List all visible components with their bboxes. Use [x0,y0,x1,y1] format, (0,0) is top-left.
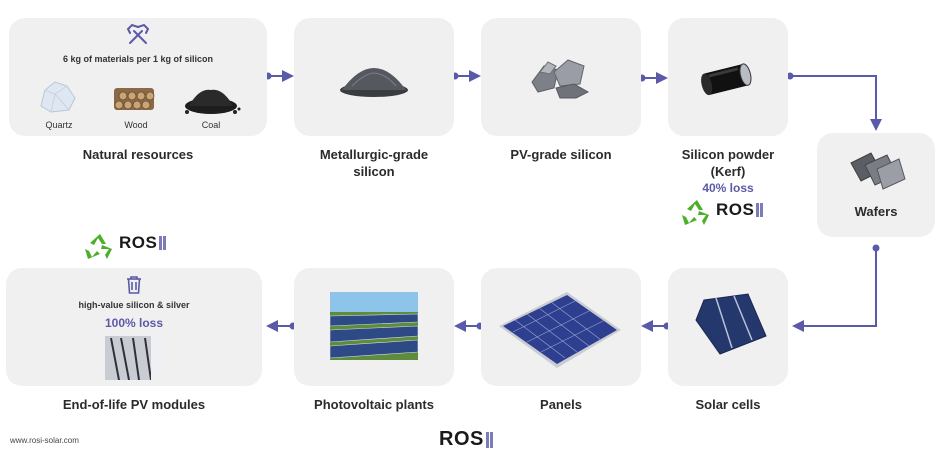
rosi-logo-bars [756,203,764,217]
metallurgic-label-line1: Metallurgic-grade [319,147,429,162]
pv-plant-image [330,292,418,360]
wood-image [114,88,155,110]
pv-plants-label: Photovoltaic plants [314,397,434,412]
rosi-logo-text: ROS [716,200,755,219]
footer-url[interactable]: www.rosi-solar.com [10,436,79,445]
wafers-box: Wafers [817,133,935,237]
solar-cells-label: Solar cells [695,397,761,412]
rosi-logo-bars [485,431,493,448]
rosi-logo-text: ROS [439,428,484,450]
resources-note: 6 kg of materials per 1 kg of silicon [62,54,214,64]
kerf-loss: 40% loss [702,181,754,195]
rosi-logo-kerf: ROS [716,200,764,220]
metallurgic-box [294,18,454,136]
tools-icon [126,23,150,44]
rosi-logo-eol: ROS [119,233,167,253]
rosi-logo-text: ROS [119,233,158,252]
wafers-label: Wafers [854,204,898,219]
recycle-icon [682,200,709,225]
arrow-resources-to-metallurgic [264,70,294,82]
pv-silicon-image [531,59,590,99]
coal-image [185,89,241,114]
arrow-cells-to-panels [641,320,671,332]
kerf-box [668,18,788,136]
quartz-label: Quartz [45,120,73,130]
pv-grade-label: PV-grade silicon [510,147,612,162]
arrow-panels-to-plants [454,320,484,332]
end-of-life-note: high-value silicon & silver [78,300,190,310]
rosi-logo-bars [159,236,167,250]
end-of-life-box: high-value silicon & silver 100% loss [6,268,262,386]
kerf-label-line1: Silicon powder [681,147,775,162]
coal-label: Coal [201,120,221,130]
arrow-pv-to-kerf [638,72,668,84]
arrow-metallurgic-to-pv [451,70,481,82]
end-of-life-label: End-of-life PV modules [62,397,206,412]
natural-resources-box: 6 kg of materials per 1 kg of silicon Qu… [9,18,267,136]
kerf-label: Silicon powder (Kerf) [668,146,788,180]
pv-plants-box [294,268,454,386]
solar-cell-image [695,293,767,355]
quartz-image [40,81,76,113]
pv-grade-box [481,18,641,136]
wafers-image [850,152,906,190]
metallurgic-label: Metallurgic-grade silicon [294,146,454,180]
panels-box [481,268,641,386]
recycle-icon [85,234,112,259]
rosi-logo-footer: ROS [439,428,493,451]
metallurgic-silicon-image [340,68,408,97]
arrow-wafers-to-cells [792,244,880,332]
arrow-kerf-to-wafers [786,72,882,131]
pv-modules-stack-image [105,336,163,380]
wood-label: Wood [124,120,148,130]
kerf-label-line2: (Kerf) [710,164,746,179]
silicon-ingot-image [701,63,752,96]
solar-cells-box [668,268,788,386]
panels-label: Panels [540,397,582,412]
arrow-plants-to-eol [266,320,297,332]
trash-icon [127,276,141,294]
metallurgic-label-line2: silicon [353,164,395,179]
end-of-life-loss: 100% loss [104,316,164,330]
natural-resources-label: Natural resources [82,147,194,162]
solar-panel-image [499,292,621,368]
